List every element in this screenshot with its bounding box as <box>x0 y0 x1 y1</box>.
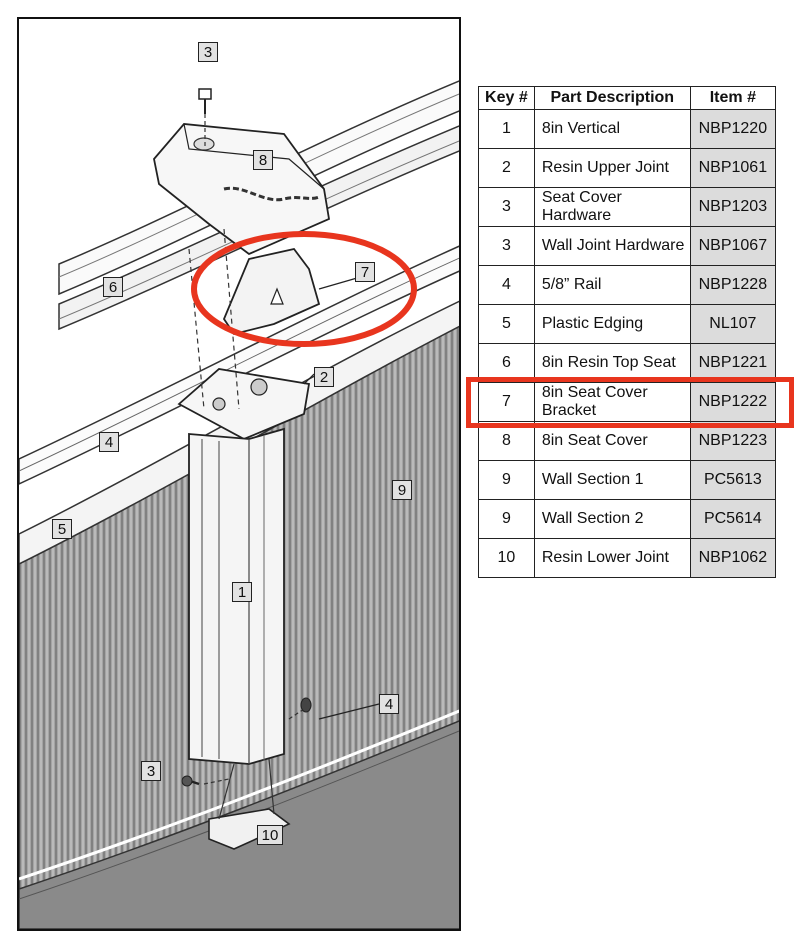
row-key: 5 <box>478 304 535 344</box>
callout-8: 8 <box>253 150 273 170</box>
header-key: Key # <box>478 86 535 110</box>
row-key: 7 <box>478 382 535 422</box>
parts-table: Key # Part Description Item # 1 8in Vert… <box>478 86 777 578</box>
row-item: NBP1067 <box>689 226 777 266</box>
row-key: 2 <box>478 148 535 188</box>
seat-cover <box>153 123 331 256</box>
resin-upper-joint <box>177 368 311 440</box>
row-description: Wall Joint Hardware <box>533 226 691 266</box>
row-description: Seat Cover Hardware <box>533 187 691 227</box>
table-row-highlighted: 7 8in Seat Cover Bracket NBP1222 <box>478 382 777 422</box>
table-row: 5 Plastic Edging NL107 <box>478 304 777 344</box>
callout-5: 5 <box>52 519 72 539</box>
row-description: 8in Vertical <box>533 109 691 149</box>
table-row: 10 Resin Lower Joint NBP1062 <box>478 538 777 578</box>
callout-4-left: 4 <box>99 432 119 452</box>
row-item: PC5614 <box>689 499 777 539</box>
row-description: Wall Section 2 <box>533 499 691 539</box>
row-description: 8in Seat Cover Bracket <box>533 382 691 422</box>
row-key: 4 <box>478 265 535 305</box>
parts-table-header: Key # Part Description Item # <box>478 86 777 110</box>
row-key: 3 <box>478 187 535 227</box>
row-key: 9 <box>478 499 535 539</box>
row-key: 8 <box>478 421 535 461</box>
row-item: NBP1223 <box>689 421 777 461</box>
row-item: NBP1062 <box>689 538 777 578</box>
table-row: 9 Wall Section 2 PC5614 <box>478 499 777 539</box>
row-description: Resin Upper Joint <box>533 148 691 188</box>
row-item: NBP1220 <box>689 109 777 149</box>
row-description: Plastic Edging <box>533 304 691 344</box>
callout-7: 7 <box>355 262 375 282</box>
table-row: 2 Resin Upper Joint NBP1061 <box>478 148 777 188</box>
row-key: 1 <box>478 109 535 149</box>
exploded-diagram: 3 8 6 7 2 4 9 5 1 4 3 10 <box>17 17 461 931</box>
table-row: 3 Wall Joint Hardware NBP1067 <box>478 226 777 266</box>
callout-3-bottom: 3 <box>141 761 161 781</box>
row-description: Resin Lower Joint <box>533 538 691 578</box>
row-description: Wall Section 1 <box>533 460 691 500</box>
header-description: Part Description <box>533 86 691 110</box>
row-key: 3 <box>478 226 535 266</box>
table-row: 1 8in Vertical NBP1220 <box>478 109 777 149</box>
table-row: 4 5/8” Rail NBP1228 <box>478 265 777 305</box>
row-item: NBP1221 <box>689 343 777 383</box>
callout-9: 9 <box>392 480 412 500</box>
highlight-ellipse <box>191 231 417 347</box>
row-item: NBP1061 <box>689 148 777 188</box>
callout-6: 6 <box>103 277 123 297</box>
row-item: NBP1228 <box>689 265 777 305</box>
diagram-drawing <box>19 80 459 929</box>
callout-2: 2 <box>314 367 334 387</box>
top-rail <box>19 245 459 485</box>
callout-4-right: 4 <box>379 694 399 714</box>
callout-1: 1 <box>232 582 252 602</box>
row-item: NL107 <box>689 304 777 344</box>
table-row: 9 Wall Section 1 PC5613 <box>478 460 777 500</box>
row-item: PC5613 <box>689 460 777 500</box>
row-key: 9 <box>478 460 535 500</box>
table-row: 3 Seat Cover Hardware NBP1203 <box>478 187 777 227</box>
row-item: NBP1203 <box>689 187 777 227</box>
header-item: Item # <box>689 86 777 110</box>
callout-10: 10 <box>257 825 283 845</box>
callout-3-top: 3 <box>198 42 218 62</box>
row-key: 6 <box>478 343 535 383</box>
row-description: 8in Resin Top Seat <box>533 343 691 383</box>
row-description: 5/8” Rail <box>533 265 691 305</box>
row-item: NBP1222 <box>689 382 777 422</box>
table-row: 6 8in Resin Top Seat NBP1221 <box>478 343 777 383</box>
row-description: 8in Seat Cover <box>533 421 691 461</box>
table-row: 8 8in Seat Cover NBP1223 <box>478 421 777 461</box>
row-key: 10 <box>478 538 535 578</box>
